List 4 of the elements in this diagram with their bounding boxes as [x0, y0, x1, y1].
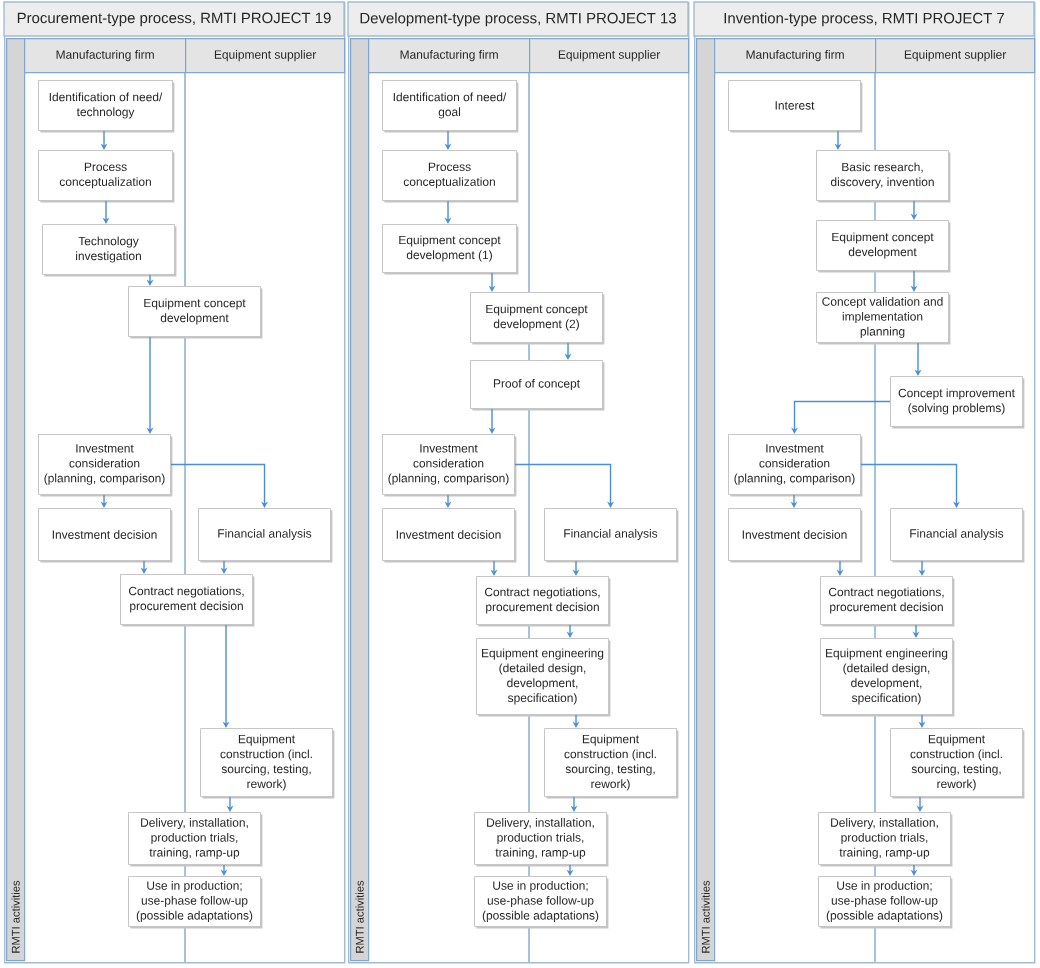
arrow [514, 463, 614, 508]
arrow [860, 463, 960, 508]
arrow [791, 400, 891, 434]
arrow [170, 463, 268, 508]
